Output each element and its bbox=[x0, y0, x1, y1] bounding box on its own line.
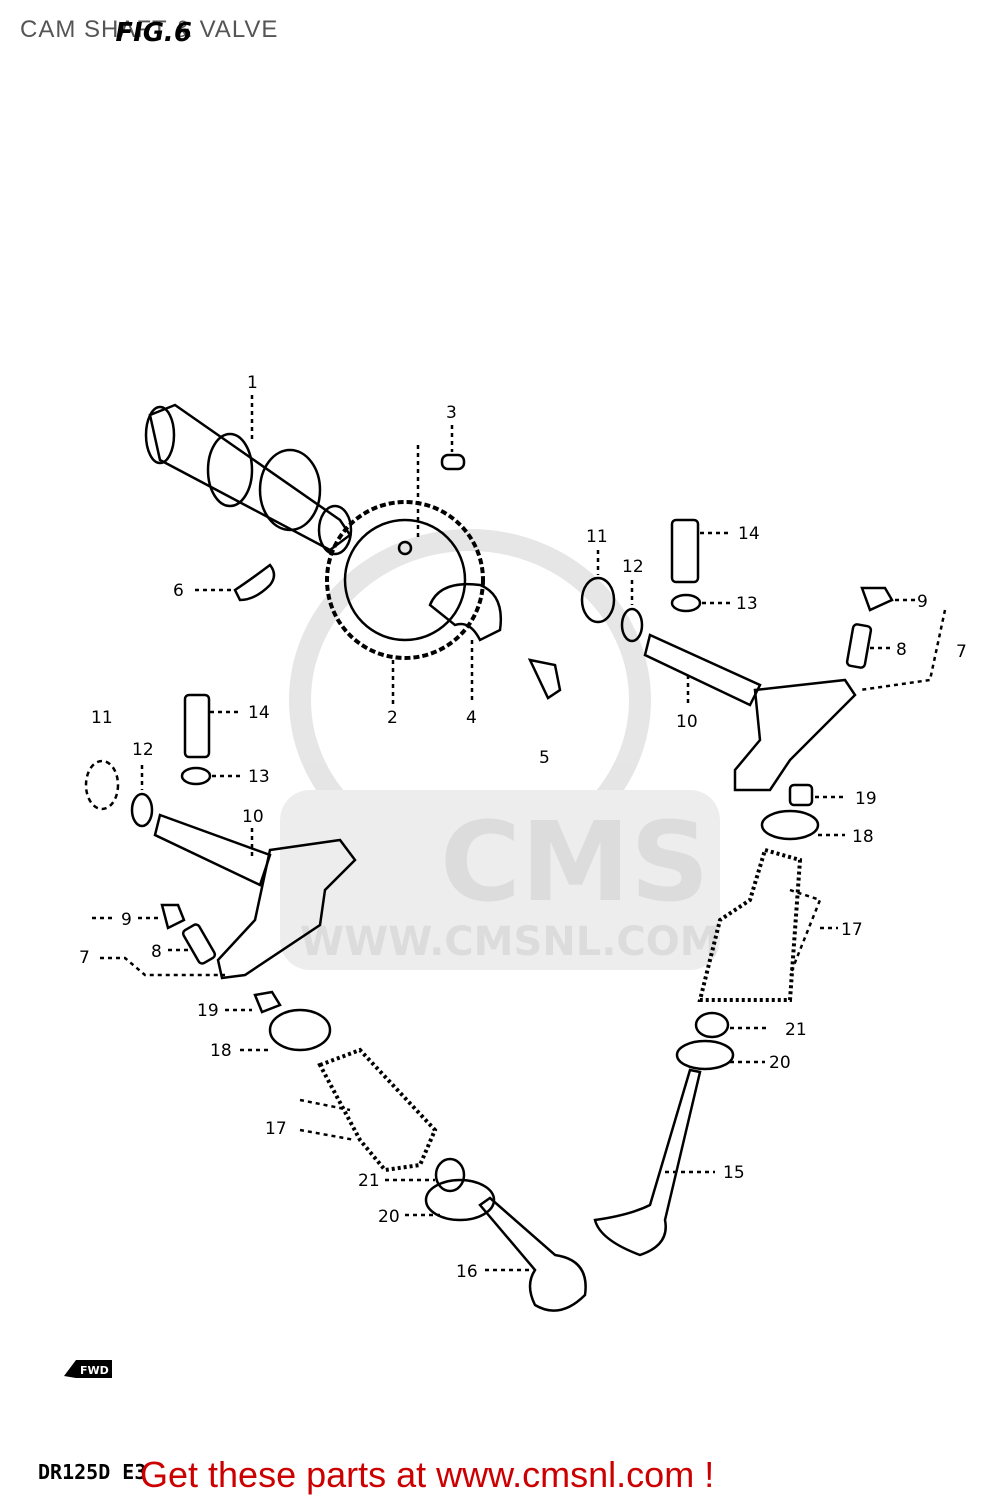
callout-4: 4 bbox=[466, 708, 477, 728]
callout-20-right: 20 bbox=[769, 1053, 791, 1073]
callout-7-left: 7 bbox=[79, 948, 90, 968]
callout-11-right: 11 bbox=[586, 527, 608, 547]
oil-seal-clip-part bbox=[233, 563, 276, 602]
adjust-screw-part-left bbox=[181, 923, 217, 965]
watermark-brand: CMS bbox=[440, 798, 709, 926]
callout-21-right: 21 bbox=[785, 1020, 807, 1040]
callout-7-right: 7 bbox=[956, 642, 967, 662]
callout-19-right: 19 bbox=[855, 789, 877, 809]
bolt-part-right bbox=[670, 518, 700, 584]
callout-13-left: 13 bbox=[248, 767, 270, 787]
rocker-arm-part-right bbox=[733, 678, 857, 792]
callout-5: 5 bbox=[539, 748, 550, 768]
callout-3: 3 bbox=[446, 403, 457, 423]
callout-17-left: 17 bbox=[265, 1119, 287, 1139]
oil-seal-part-right bbox=[694, 1011, 730, 1039]
washer-part-right bbox=[670, 593, 702, 613]
callout-19-left: 19 bbox=[197, 1001, 219, 1021]
callout-15: 15 bbox=[723, 1163, 745, 1183]
oil-seal-part-left bbox=[434, 1157, 466, 1193]
camshaft-part bbox=[144, 403, 353, 556]
page-title: CAM SHAFT & VALVE bbox=[20, 16, 279, 43]
callout-20-left: 20 bbox=[378, 1207, 400, 1227]
watermark-url: WWW.CMSNL.COM bbox=[300, 919, 720, 965]
callout-12-left: 12 bbox=[132, 740, 154, 760]
callout-1: 1 bbox=[247, 373, 258, 393]
callout-6: 6 bbox=[173, 581, 184, 601]
callout-18-left: 18 bbox=[210, 1041, 232, 1061]
intake-valve-part bbox=[478, 1196, 587, 1312]
watermark: CMS WWW.CMSNL.COM bbox=[280, 529, 720, 970]
callout-9-left: 9 bbox=[121, 910, 132, 930]
rocker-shaft-part-left bbox=[153, 813, 272, 887]
rocker-arm-part-left bbox=[216, 838, 357, 980]
lock-nut-part-left bbox=[160, 903, 186, 930]
cotter-part-right bbox=[788, 783, 814, 807]
lock-nut-part-right bbox=[860, 586, 894, 612]
callout-14-left: 14 bbox=[248, 703, 270, 723]
spring-seat-part-right bbox=[675, 1039, 735, 1071]
cam-sprocket-part bbox=[325, 500, 485, 660]
sprocket-bolt-part bbox=[527, 658, 562, 700]
lock-plate-part bbox=[428, 582, 503, 642]
spring-retainer-part-right bbox=[760, 809, 820, 841]
callout-labels: 1 2 3 4 5 6 7 7 8 8 9 9 10 10 11 11 12 1… bbox=[79, 373, 967, 1282]
valve-spring-part-left bbox=[317, 1047, 438, 1173]
callout-16: 16 bbox=[456, 1262, 478, 1282]
exhaust-valve-part bbox=[593, 1068, 702, 1257]
callout-2: 2 bbox=[387, 708, 398, 728]
callout-18-right: 18 bbox=[852, 827, 874, 847]
callout-17-right: 17 bbox=[841, 920, 863, 940]
thrust-washer-part-right bbox=[580, 576, 616, 624]
callout-12-right: 12 bbox=[622, 557, 644, 577]
fwd-label: FWD bbox=[80, 1364, 109, 1377]
cotter-part-left bbox=[253, 990, 282, 1014]
callout-9-right: 9 bbox=[917, 592, 928, 612]
callout-21-left: 21 bbox=[358, 1171, 380, 1191]
cta-link[interactable]: Get these parts at www.cmsnl.com ! bbox=[140, 1454, 715, 1495]
dowel-pin-part bbox=[440, 453, 466, 471]
adjust-screw-part-right bbox=[845, 623, 873, 669]
callout-10-right: 10 bbox=[676, 712, 698, 732]
washer-part-left bbox=[180, 766, 212, 786]
callout-10-left: 10 bbox=[242, 807, 264, 827]
callout-8-left: 8 bbox=[151, 942, 162, 962]
valve-spring-part-right bbox=[697, 847, 803, 1002]
o-ring-part-right bbox=[620, 607, 644, 643]
o-ring-part-left bbox=[130, 792, 154, 828]
callout-8-right: 8 bbox=[896, 640, 907, 660]
thrust-washer-part-left bbox=[84, 759, 120, 811]
spring-retainer-part-left bbox=[268, 1008, 332, 1052]
callout-13-right: 13 bbox=[736, 594, 758, 614]
model-code: DR125D E3 bbox=[38, 1460, 147, 1484]
callout-11-left: 11 bbox=[91, 708, 113, 728]
callout-14-right: 14 bbox=[738, 524, 760, 544]
fwd-arrow-icon: FWD bbox=[64, 1360, 112, 1378]
bolt-part-left bbox=[183, 693, 211, 759]
rocker-shaft-part-right bbox=[643, 633, 762, 707]
